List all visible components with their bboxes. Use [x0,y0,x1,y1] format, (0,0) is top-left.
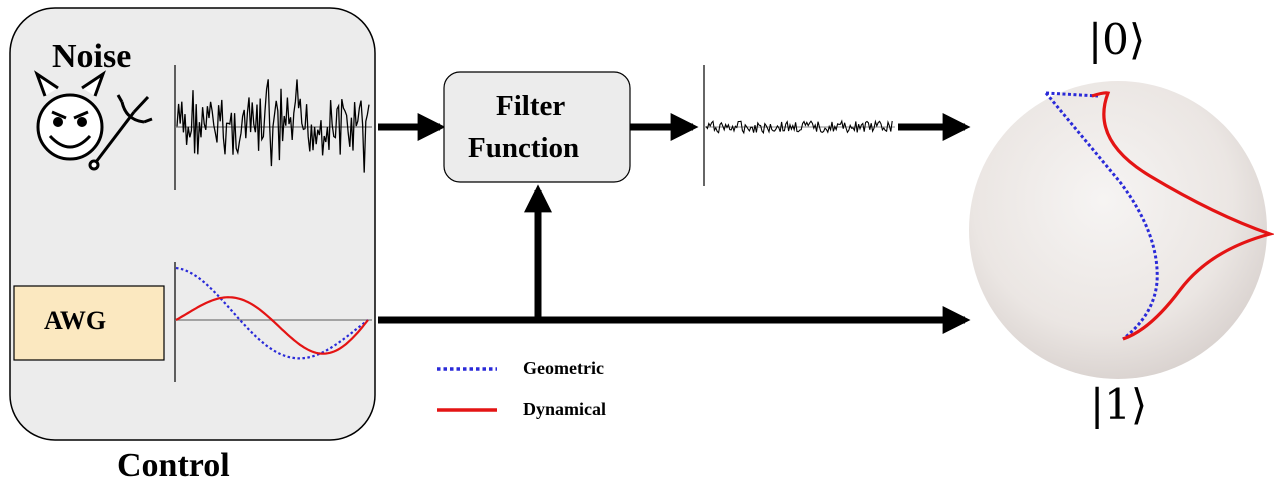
filter-function-box [443,71,631,183]
noise-waveform [176,79,370,173]
ket-one-label: |1⟩ [1090,380,1148,429]
devil-icon [34,70,106,161]
geometric-trajectory [1044,91,1159,341]
awg-plot [174,262,372,382]
legend-geometric-label: Geometric [523,358,604,378]
noise-plot [174,65,372,190]
legend-dynamical-label: Dynamical [523,399,606,419]
bloch-sphere [969,81,1274,379]
geometric-pulse [175,266,369,360]
filtered-noise-waveform [705,119,893,135]
filter-label-line2: Function [468,132,580,164]
awg-box [13,285,165,361]
dynamical-pulse [175,296,369,355]
ket-zero-label: |0⟩ [1088,15,1146,64]
noise-label: Noise [52,38,132,75]
legend [437,367,497,412]
filtered-noise-plot [703,65,895,186]
control-label: Control [117,447,230,484]
sphere-body [969,81,1267,379]
dynamical-trajectory [1091,91,1274,341]
trident-icon [88,94,153,171]
awg-label: AWG [44,306,107,335]
filter-label-line1: Filter [496,90,566,122]
